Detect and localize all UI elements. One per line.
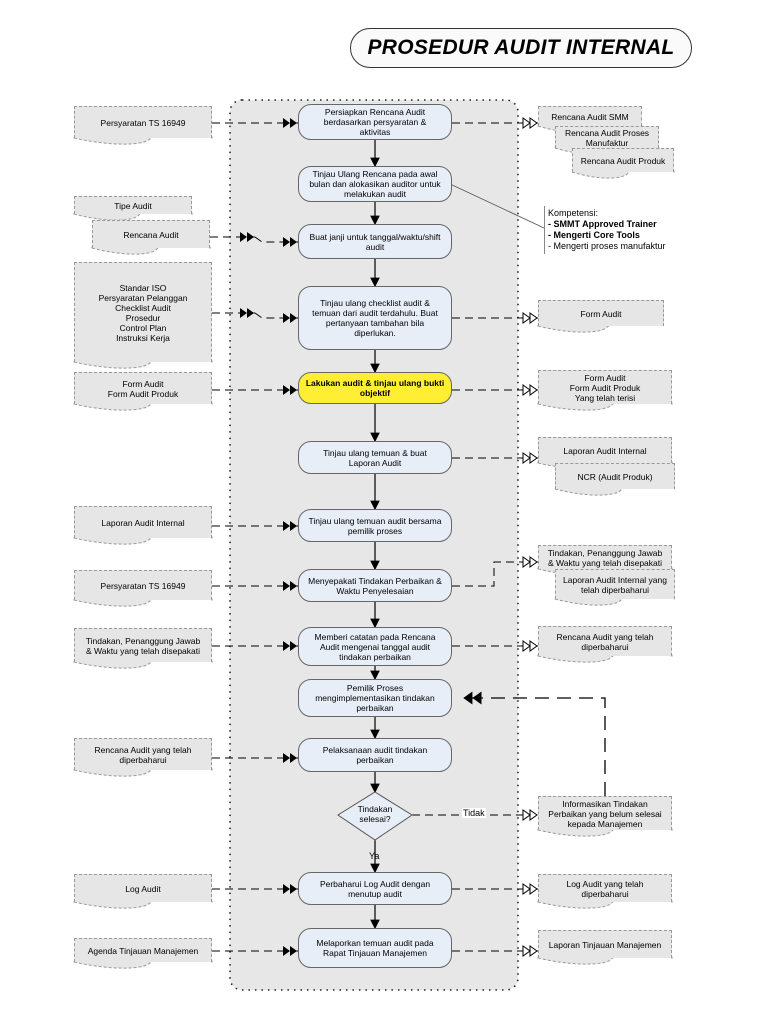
output-doc: Laporan Audit Internal yang telah diperb… [555, 569, 675, 599]
label-ya: Ya [369, 851, 380, 861]
decision-label: Tindakan selesai? [357, 804, 393, 824]
input-doc: Agenda Tinjauan Manajemen [74, 938, 212, 962]
kompetensi-note: Kompetensi: - SMMT Approved Trainer - Me… [544, 206, 691, 254]
input-doc: Standar ISO Persyaratan Pelanggan Checkl… [74, 262, 212, 362]
input-doc: Laporan Audit Internal [74, 506, 212, 538]
kompetensi-item: - Mengerti Core Tools [548, 230, 640, 240]
step-menyepakati: Menyepakati Tindakan Perbaikan & Waktu P… [298, 569, 452, 602]
output-doc: NCR (Audit Produk) [555, 463, 675, 489]
step-tinjau-temuan: Tinjau ulang temuan & buat Laporan Audit [298, 441, 452, 474]
output-doc: Form Audit Form Audit Produk Yang telah … [538, 370, 672, 404]
input-doc: Rencana Audit [92, 220, 210, 248]
page-title: PROSEDUR AUDIT INTERNAL [367, 36, 675, 59]
step-melaporkan: Melaporkan temuan audit pada Rapat Tinja… [298, 928, 452, 968]
step-tinjau-rencana: Tinjau Ulang Rencana pada awal bulan dan… [298, 166, 452, 202]
output-doc: Informasikan Tindakan Perbaikan yang bel… [538, 796, 672, 830]
step-implementasi: Pemilik Proses mengimplementasikan tinda… [298, 679, 452, 717]
output-doc: Rencana Audit yang telah diperbaharui [538, 626, 672, 656]
step-tinjau-bersama: Tinjau ulang temuan audit bersama pemili… [298, 509, 452, 542]
step-persiapkan: Persiapkan Rencana Audit berdasarkan per… [298, 104, 452, 140]
input-doc: Tipe Audit [74, 196, 192, 214]
step-tinjau-checklist: Tinjau ulang checklist audit & temuan da… [298, 286, 452, 350]
step-perbaharui-log: Perbaharui Log Audit dengan menutup audi… [298, 872, 452, 905]
input-doc: Persyaratan TS 16949 [74, 106, 212, 138]
step-lakukan-audit: Lakukan audit & tinjau ulang bukti objek… [298, 372, 452, 404]
kompetensi-item: - Mengerti proses manufaktur [548, 241, 666, 251]
input-doc: Rencana Audit yang telah diperbaharui [74, 738, 212, 770]
output-doc: Log Audit yang telah diperbaharui [538, 874, 672, 902]
output-doc: Rencana Audit Produk [572, 148, 674, 172]
input-doc: Tindakan, Penanggung Jawab & Waktu yang … [74, 628, 212, 662]
input-doc: Form Audit Form Audit Produk [74, 372, 212, 404]
input-doc: Log Audit [74, 874, 212, 902]
kompetensi-heading: Kompetensi: [548, 208, 599, 218]
step-pelaksanaan: Pelaksanaan audit tindakan perbaikan [298, 738, 452, 772]
kompetensi-item: - SMMT Approved Trainer [548, 219, 657, 229]
input-doc: Persyaratan TS 16949 [74, 570, 212, 600]
output-doc: Laporan Tinjauan Manajemen [538, 930, 672, 958]
label-tidak: Tidak [462, 808, 486, 818]
decision-diamond [337, 791, 413, 841]
step-buat-janji: Buat janji untuk tanggal/waktu/shift aud… [298, 224, 452, 259]
output-doc: Tindakan, Penanggung Jawab & Waktu yang … [538, 545, 672, 569]
output-doc: Form Audit [538, 300, 664, 326]
output-doc: Rencana Audit Proses Manufaktur [555, 126, 659, 148]
title-banner: PROSEDUR AUDIT INTERNAL [350, 28, 692, 68]
step-memberi-catatan: Memberi catatan pada Rencana Audit menge… [298, 627, 452, 666]
output-doc: Rencana Audit SMM [538, 106, 642, 126]
output-doc: Laporan Audit Internal [538, 437, 672, 463]
